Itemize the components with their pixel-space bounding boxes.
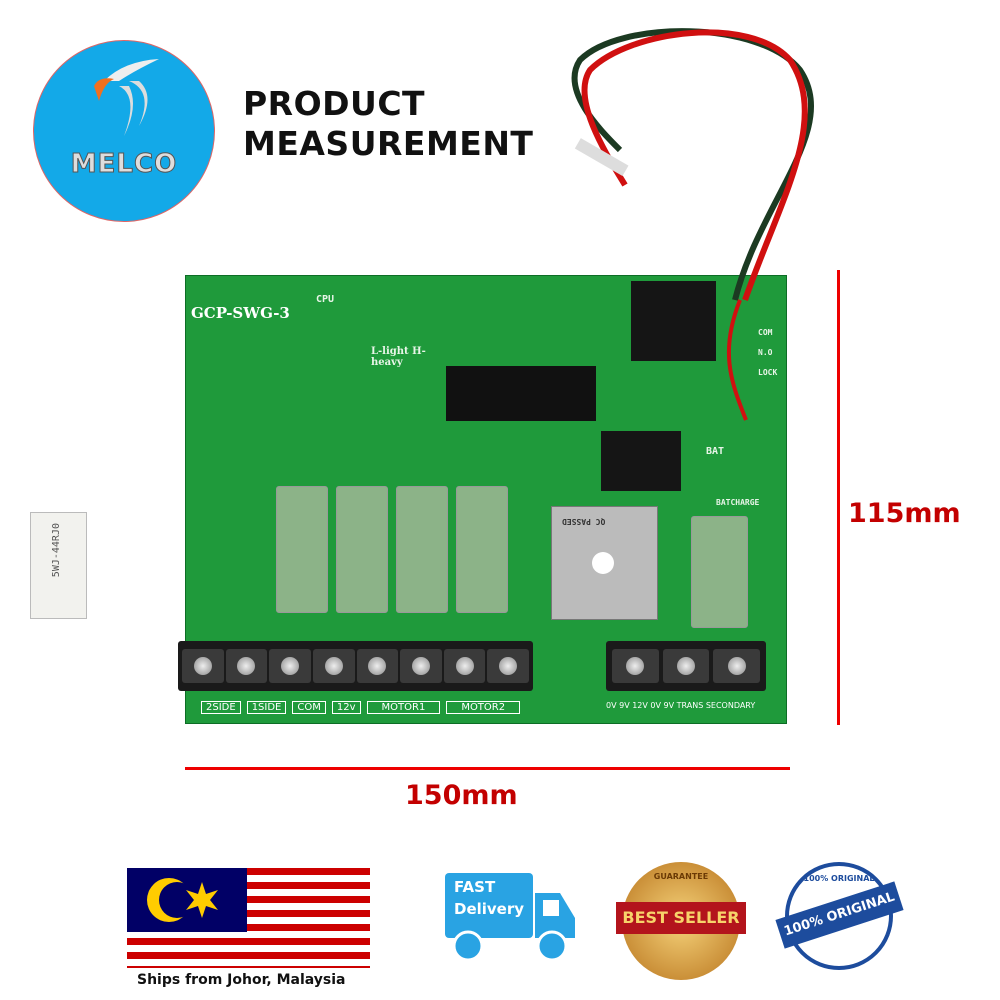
screw-terminal bbox=[662, 649, 710, 683]
height-dimension-label: 115mm bbox=[848, 498, 961, 529]
com-label: COM bbox=[758, 328, 773, 337]
width-dimension-label: 150mm bbox=[405, 780, 518, 811]
page-title: PRODUCT MEASUREMENT bbox=[243, 84, 533, 164]
board-model: GCP-SWG-3 bbox=[191, 304, 290, 322]
terminal-label: MOTOR2 bbox=[446, 701, 521, 714]
terminal-block-left bbox=[178, 641, 533, 691]
best-seller-banner: BEST SELLER bbox=[616, 902, 746, 934]
melco-logo: MELCO bbox=[33, 40, 215, 222]
logo-text: MELCO bbox=[70, 149, 178, 180]
screw-terminal bbox=[269, 649, 311, 683]
terminal-label: 12v bbox=[331, 701, 361, 714]
title-line-1: PRODUCT bbox=[243, 84, 426, 123]
qc-label: QC PASSED bbox=[562, 517, 606, 526]
height-dimension-arrow bbox=[837, 270, 840, 725]
bridge-rectifier: QC PASSED bbox=[551, 506, 658, 620]
delivery-text: Delivery bbox=[454, 900, 525, 918]
crescent-star-icon bbox=[147, 878, 218, 922]
screw-terminal bbox=[225, 649, 268, 683]
fast-delivery-badge: FAST Delivery bbox=[440, 868, 580, 963]
screw-terminal bbox=[356, 649, 399, 683]
power-resistor: 5WJ-44RJ0 bbox=[30, 512, 87, 619]
relay bbox=[601, 431, 681, 491]
relay-5 bbox=[691, 516, 748, 628]
screw-terminal bbox=[487, 649, 529, 683]
malaysia-flag bbox=[127, 868, 370, 968]
ships-from-text: Ships from Johor, Malaysia bbox=[137, 972, 346, 988]
lock-label: LOCK bbox=[758, 368, 778, 377]
terminal-block-right bbox=[606, 641, 766, 691]
relay-1 bbox=[276, 486, 328, 613]
microcontroller-chip bbox=[446, 366, 596, 421]
screw-terminal bbox=[182, 649, 224, 683]
title-line-2: MEASUREMENT bbox=[243, 124, 534, 163]
relay-4 bbox=[456, 486, 508, 613]
flag-canton bbox=[127, 868, 247, 932]
width-dimension-arrow bbox=[185, 767, 790, 770]
screw-terminal bbox=[312, 649, 355, 683]
fast-delivery-text: FAST Delivery bbox=[454, 876, 524, 920]
relay-top bbox=[631, 281, 716, 361]
mode-label: L-light H-heavy bbox=[371, 346, 426, 368]
terminal-label: MOTOR1 bbox=[366, 701, 441, 714]
truck-icon bbox=[445, 873, 575, 962]
trans-secondary-label: 0V 9V 12V 0V 9V TRANS SECONDARY bbox=[606, 701, 756, 710]
best-seller-badge: GUARANTEE BEST SELLER bbox=[616, 862, 746, 980]
batcharge-label: BATCHARGE bbox=[716, 498, 760, 507]
eagle-icon bbox=[94, 59, 159, 136]
pcb-board: GCP-SWG-3 CPU L-light H-heavy BAT BATCHA… bbox=[178, 275, 787, 724]
cpu-label: CPU bbox=[316, 294, 335, 305]
original-ring-text: 100% ORIGINAL bbox=[803, 874, 875, 883]
relay-3 bbox=[396, 486, 448, 613]
guarantee-ring-text: GUARANTEE bbox=[653, 872, 709, 881]
relay-2 bbox=[336, 486, 388, 613]
terminal-label: 2SIDE bbox=[201, 701, 241, 714]
screw-terminal bbox=[400, 649, 442, 683]
original-band: 100% ORIGINAL bbox=[775, 881, 904, 949]
terminal-labels: 2SIDE 1SIDE COM 12v MOTOR1 MOTOR2 bbox=[201, 701, 521, 714]
original-stamp-badge: 100% ORIGINAL 100% ORIGINAL bbox=[775, 862, 904, 970]
screw-terminal bbox=[443, 649, 486, 683]
terminal-label: COM bbox=[292, 701, 326, 714]
fast-text: FAST bbox=[454, 878, 496, 896]
terminal-label: 1SIDE bbox=[246, 701, 287, 714]
bat-label: BAT bbox=[706, 446, 725, 457]
no-label: N.O bbox=[758, 348, 773, 357]
resistor-label: 5WJ-44RJ0 bbox=[51, 523, 62, 578]
screw-terminal bbox=[612, 649, 659, 683]
screw-terminal bbox=[713, 649, 761, 683]
